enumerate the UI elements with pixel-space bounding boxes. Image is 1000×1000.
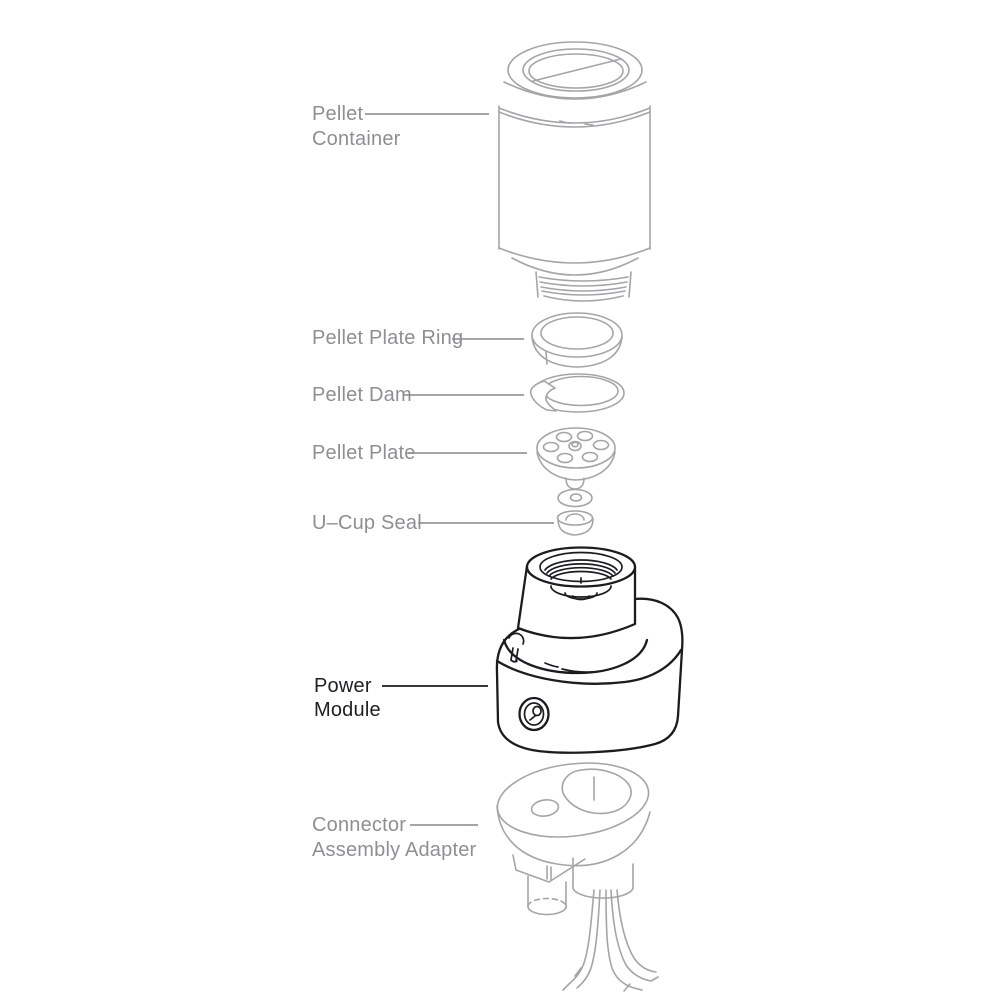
plate-top-face <box>536 427 616 469</box>
container-tick-1 <box>559 120 573 124</box>
container-neck-right <box>628 271 632 298</box>
adapter-right-cylinder <box>572 857 634 899</box>
pellet-plate-ring-drawing <box>531 312 623 368</box>
label-line: Pellet <box>312 103 364 125</box>
pellet-dam-drawing <box>529 373 625 413</box>
adapter-d-opening <box>561 768 632 815</box>
container-shoulder-line-2 <box>498 111 651 128</box>
connector-assembly-adapter-drawing <box>496 762 659 992</box>
wire-fray-2 <box>623 983 631 992</box>
module-accent-1 <box>544 662 559 668</box>
wire-fray-1 <box>574 967 582 977</box>
plate-side-wall <box>536 451 616 481</box>
container-shoulder-line-1 <box>498 107 651 124</box>
module-bore-bottom <box>550 585 612 598</box>
label-connector-assembly-adapter: Connector Assembly Adapter <box>312 813 476 863</box>
leader-lines <box>365 113 554 826</box>
adapter-disc-top <box>496 762 650 838</box>
container-cap-inner <box>528 53 624 89</box>
label-line: Pellet Dam <box>312 384 412 406</box>
adapter-left-cylinder <box>527 875 567 916</box>
washer-drawing <box>557 488 593 508</box>
container-cap-mid <box>522 48 630 92</box>
adapter-small-hole <box>530 799 560 817</box>
label-line: Pellet Plate <box>312 442 416 464</box>
container-thread-lines <box>538 276 629 302</box>
ucup-outer-rim <box>556 510 594 526</box>
label-line: Pellet Plate Ring <box>312 327 464 349</box>
module-port <box>518 696 550 732</box>
container-tick-2 <box>584 123 594 126</box>
label-power-module: Power Module <box>314 674 381 722</box>
label-line: Container <box>312 128 401 150</box>
ring-seam-line <box>545 351 548 365</box>
label-line: Assembly Adapter <box>312 839 477 861</box>
label-line: Power <box>314 675 372 697</box>
container-bottom-curve-2 <box>511 257 639 276</box>
plate-center-boss-inner <box>571 441 579 448</box>
label-line: Module <box>314 699 381 721</box>
power-module-drawing <box>495 546 684 754</box>
module-accent-2 <box>561 668 602 673</box>
label-pellet-plate-ring: Pellet Plate Ring <box>312 326 463 351</box>
module-front-edge <box>495 648 683 685</box>
pellet-plate-drawing <box>536 427 616 490</box>
dam-inner-ellipse <box>543 375 619 407</box>
ring-inner-ellipse <box>540 316 614 350</box>
adapter-disc-side-wall <box>496 805 651 867</box>
container-cap-skirt <box>503 81 647 100</box>
pellet-container-drawing <box>498 41 651 302</box>
module-bore-threads <box>544 559 618 580</box>
container-neck-left <box>535 271 539 298</box>
container-cap-slot-line <box>532 58 622 82</box>
ring-side-wall <box>531 336 623 368</box>
module-clip-tab <box>508 632 525 663</box>
label-line: Connector <box>312 814 407 836</box>
dam-notch-tab <box>529 380 557 412</box>
ring-outer-ellipse <box>531 312 623 358</box>
ucup-lower-lip <box>557 518 594 536</box>
washer-outer <box>557 488 593 508</box>
container-bottom-curve-1 <box>498 247 651 264</box>
label-pellet-plate: Pellet Plate <box>312 441 416 466</box>
u-cup-seal-drawing <box>556 510 594 536</box>
module-bore-pin-small <box>572 595 590 601</box>
label-u-cup-seal: U–Cup Seal <box>312 511 422 536</box>
adapter-left-cylinder-dashed-edge <box>527 897 567 908</box>
ucup-dome <box>565 513 585 521</box>
adapter-wires <box>562 889 659 992</box>
label-line: U–Cup Seal <box>312 512 422 534</box>
plate-holes <box>542 430 610 464</box>
label-pellet-container: Pellet Container <box>312 102 401 152</box>
washer-inner <box>569 493 583 502</box>
container-cap-outer <box>507 41 643 99</box>
label-pellet-dam: Pellet Dam <box>312 383 412 408</box>
adapter-under-flap <box>512 854 586 883</box>
